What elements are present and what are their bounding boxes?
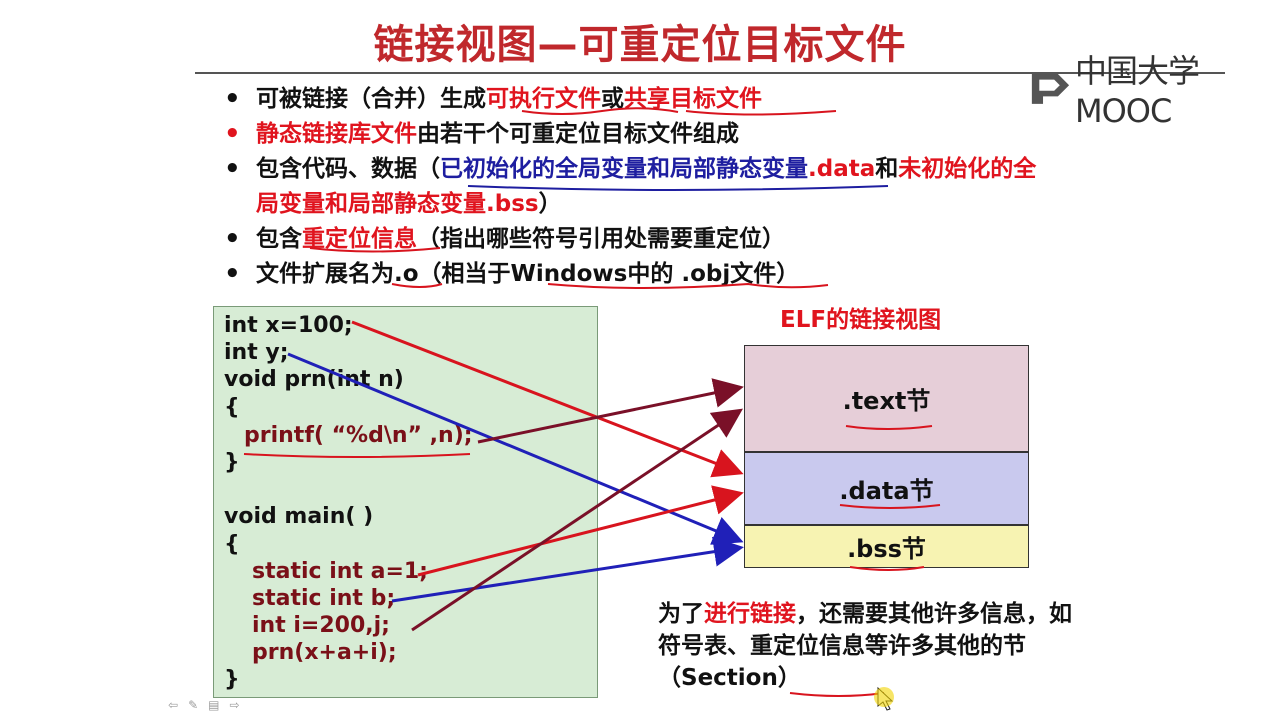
bullet-item: 文件扩展名为.o（相当于Windows中的 .obj文件） bbox=[222, 257, 1052, 292]
code-line: void main( ) bbox=[224, 504, 374, 529]
note-highlight: 进行链接 bbox=[704, 601, 796, 627]
bullet-text: 文件扩展名为.o（相当于Windows中的 .obj文件） bbox=[256, 261, 800, 287]
code-line: { bbox=[224, 395, 240, 420]
elf-view-label: ELF的链接视图 bbox=[780, 307, 942, 333]
pen-icon[interactable]: ✎ bbox=[188, 698, 199, 712]
bullet-text: 可被链接（合并）生成 bbox=[256, 86, 486, 112]
data-section-box: .data节 bbox=[744, 452, 1029, 525]
note-text: 为了 bbox=[658, 601, 704, 627]
bullet-text: 由若干个可重定位目标文件组成 bbox=[417, 121, 739, 147]
code-line: int y; bbox=[224, 340, 289, 365]
bullet-highlight: .data bbox=[808, 156, 876, 182]
code-line: } bbox=[224, 667, 240, 692]
code-line: int x=100; bbox=[224, 313, 353, 338]
data-section-label: .data节 bbox=[839, 477, 934, 505]
prev-icon[interactable]: ⇦ bbox=[168, 698, 179, 712]
code-line: prn(x+a+i); bbox=[252, 640, 397, 665]
code-line: static int a=1; bbox=[252, 559, 428, 584]
menu-icon[interactable]: ▤ bbox=[208, 698, 220, 712]
code-line: { bbox=[224, 532, 240, 557]
bullet-text: 包含代码、数据（ bbox=[256, 156, 440, 182]
logo-text: 中国大学MOOC bbox=[1074, 52, 1200, 130]
bullet-text: 或 bbox=[601, 86, 624, 112]
bullet-item: 包含代码、数据（已初始化的全局变量和局部静态变量.data和未初始化的全局变量和… bbox=[222, 152, 1052, 222]
code-line: static int b; bbox=[252, 586, 396, 611]
bullet-list: 可被链接（合并）生成可执行文件或共享目标文件 静态链接库文件由若干个可重定位目标… bbox=[222, 82, 1052, 292]
mooc-logo: 中国大学MOOC bbox=[1030, 46, 1280, 130]
bullet-highlight: 共享目标文件 bbox=[624, 86, 762, 112]
bullet-highlight: .bss bbox=[486, 191, 539, 217]
bullet-highlight: 未初始化的全局变量和局部静态变量 bbox=[256, 156, 1037, 217]
bullet-item: 静态链接库文件由若干个可重定位目标文件组成 bbox=[222, 117, 1052, 152]
bss-section-box: .bss节 bbox=[744, 525, 1029, 568]
bullet-item: 包含重定位信息（指出哪些符号引用处需要重定位） bbox=[222, 222, 1052, 257]
code-panel: int x=100; int y; void prn(int n) { prin… bbox=[213, 306, 598, 698]
title-divider bbox=[195, 72, 1225, 74]
bullet-text: ） bbox=[538, 191, 562, 217]
bullet-text: （指出哪些符号引用处需要重定位） bbox=[417, 226, 785, 252]
text-section-box: .text节 bbox=[744, 345, 1029, 452]
code-line: void prn(int n) bbox=[224, 367, 404, 392]
bss-section-label: .bss节 bbox=[847, 535, 926, 563]
bullet-highlight: 已初始化的全局变量和局部静态变量 bbox=[440, 156, 808, 182]
text-section-label: .text节 bbox=[842, 387, 931, 415]
code-line: int i=200,j; bbox=[252, 613, 390, 638]
section-note: 为了进行链接，还需要其他许多信息，如符号表、重定位信息等许多其他的节（Secti… bbox=[658, 598, 1088, 694]
bullet-text: 和 bbox=[875, 156, 899, 182]
code-line: } bbox=[224, 450, 240, 475]
code-line: printf( “%d\n” ,n); bbox=[244, 423, 473, 448]
note-text: ，还需要其他许多信息，如符号表、重定位信息等许多其他的节（Section） bbox=[658, 601, 1072, 691]
bullet-highlight: 可执行文件 bbox=[486, 86, 601, 112]
bullet-text: 包含 bbox=[256, 226, 302, 252]
slide-controls: ⇦ ✎ ▤ ⇨ bbox=[168, 698, 240, 712]
bullet-item: 可被链接（合并）生成可执行文件或共享目标文件 bbox=[222, 82, 1052, 117]
bullet-highlight: 静态链接库文件 bbox=[256, 121, 417, 147]
bullet-highlight: 重定位信息 bbox=[302, 226, 417, 252]
slide-title: 链接视图—可重定位目标文件 bbox=[373, 22, 907, 68]
next-icon[interactable]: ⇨ bbox=[229, 698, 240, 712]
